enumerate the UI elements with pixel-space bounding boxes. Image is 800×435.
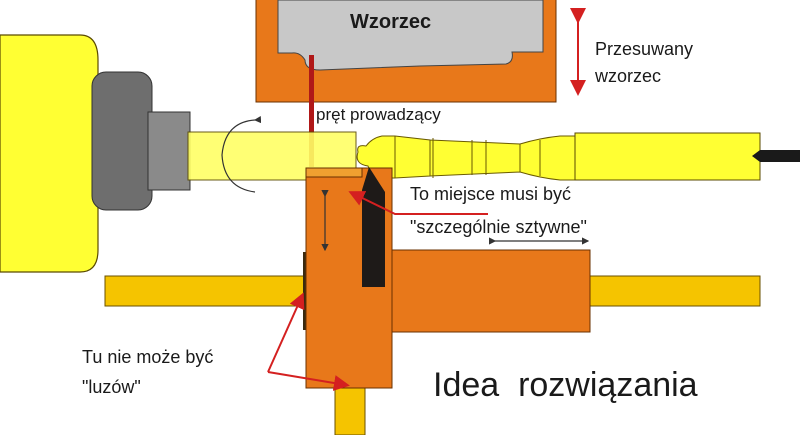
rigid-label-1: To miejsce musi być <box>410 184 571 204</box>
diagram-title: Idea rozwiązania <box>433 366 698 404</box>
rigid-callout-line <box>348 191 488 215</box>
no-play-label-1: Tu nie może być <box>82 347 213 367</box>
profile-rings <box>394 136 541 178</box>
live-center <box>752 150 800 162</box>
chuck-disk <box>91 71 153 211</box>
rigid-label-2: "szczególnie sztywne" <box>410 217 587 237</box>
rotation-arrow <box>221 116 262 193</box>
post <box>334 385 366 435</box>
slide-top-strip <box>305 167 363 178</box>
no-play-callout-line-2 <box>267 371 350 391</box>
guide-rod-label: pręt prowadzący <box>316 105 441 124</box>
moving-template-label-1: Przesuwany <box>595 39 693 59</box>
cutting-tool <box>362 167 385 287</box>
chuck-hub <box>147 111 191 191</box>
no-play-label-2: "luzów" <box>82 377 141 397</box>
cross-slide <box>391 249 591 333</box>
guide-rod <box>309 55 314 167</box>
template-label: Wzorzec <box>350 11 431 33</box>
moving-template-label-2: wzorzec <box>594 66 661 86</box>
gib-strip <box>303 252 307 330</box>
lathe-chuck <box>0 34 99 273</box>
tailstock-quill <box>574 132 761 181</box>
no-play-callout-line-1 <box>267 292 305 373</box>
